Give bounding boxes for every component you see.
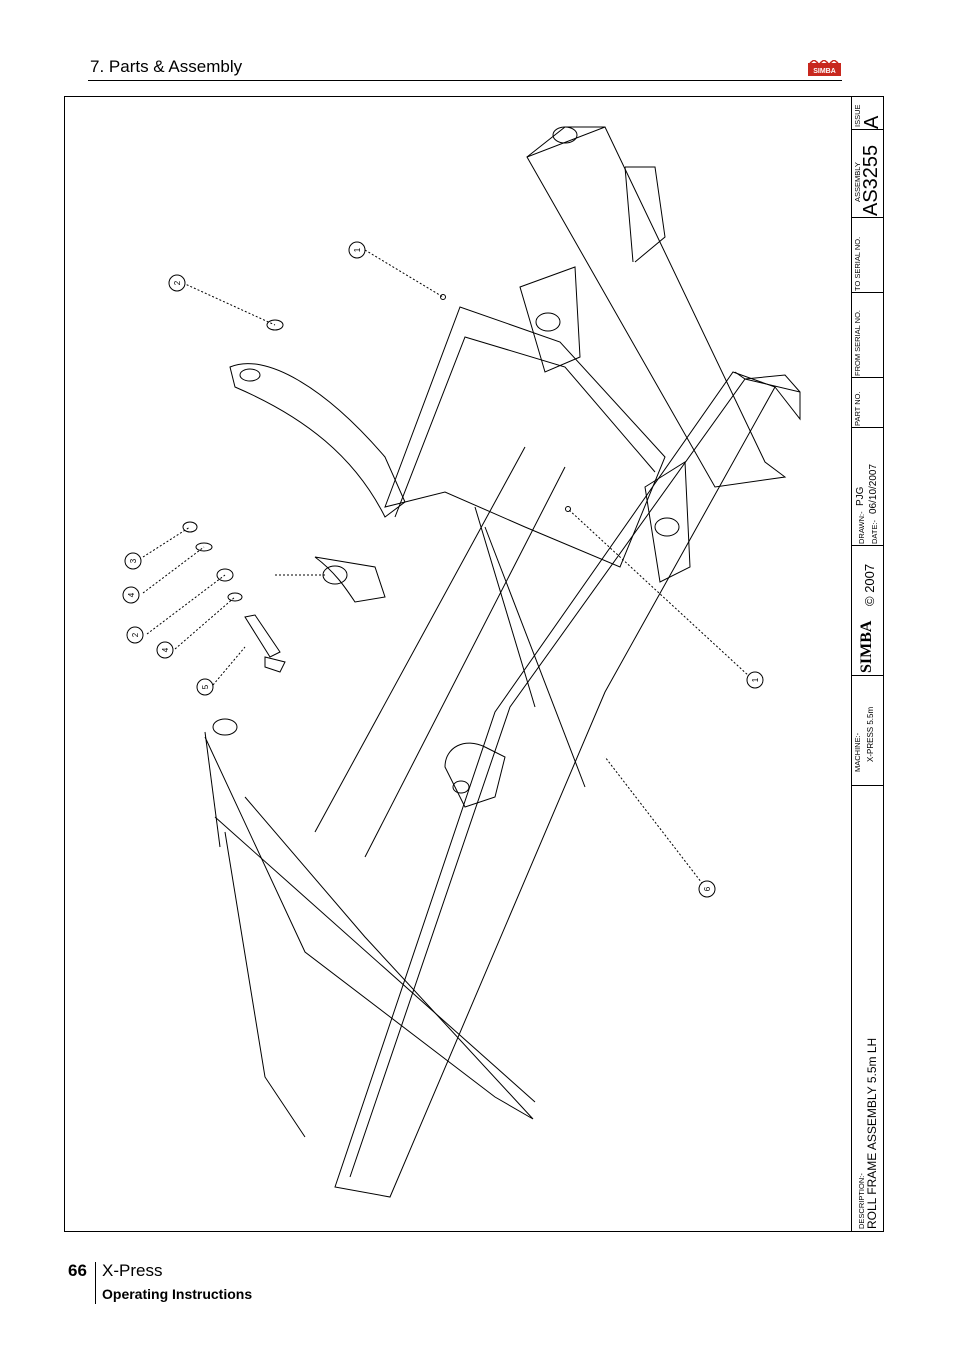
drawing-frame: 1 2 3 4 2 4 5 1 6 ISSUE A ASSEMBLY AS325… <box>64 96 884 1232</box>
part-no-label: PART NO. <box>853 391 862 426</box>
brand-cell: © 2007 SIMBA <box>852 546 884 676</box>
balloon <box>126 626 144 644</box>
balloon-label: 1 <box>353 247 362 252</box>
balloon-label: 2 <box>131 632 140 637</box>
balloon-label: 4 <box>161 647 170 652</box>
balloon <box>124 552 142 570</box>
simba-logo: SIMBA <box>808 59 841 78</box>
side-rail <box>204 736 536 1138</box>
machine-label: MACHINE:- <box>853 732 862 772</box>
page-number: 66 <box>68 1261 87 1280</box>
drawn-value: PJG <box>855 486 866 506</box>
header-rule <box>88 80 842 81</box>
assembly-value: AS3255 <box>860 144 882 216</box>
balloon <box>348 241 366 259</box>
issue-value: A <box>861 115 883 129</box>
balloon-label: 3 <box>129 558 138 563</box>
to-serial-cell: TO SERIAL NO. <box>852 218 884 293</box>
issue-cell: ISSUE A <box>852 97 884 130</box>
balloon <box>196 678 214 696</box>
balloon-label: 6 <box>703 886 712 891</box>
leader-lines <box>142 249 751 888</box>
description-value: ROLL FRAME ASSEMBLY 5.5m LH <box>865 1037 879 1229</box>
logo-text: SIMBA <box>813 68 836 75</box>
balloon <box>168 274 186 292</box>
curved-arm <box>229 363 406 603</box>
inner-frame <box>314 306 666 858</box>
to-serial-label: TO SERIAL NO. <box>853 236 862 291</box>
drawn-date-cell: DRAWN:- PJG DATE:- 06/10/2007 <box>852 428 884 546</box>
assembly-cell: ASSEMBLY AS3255 <box>852 130 884 218</box>
exploded-parts <box>182 294 571 673</box>
pivot-ends <box>204 126 578 848</box>
part-no-cell: PART NO. <box>852 378 884 428</box>
balloon-label: 1 <box>751 677 760 682</box>
title-block: ISSUE A ASSEMBLY AS3255 TO SERIAL NO. FR… <box>851 97 884 1231</box>
balloon <box>156 641 174 659</box>
balloon <box>746 671 764 689</box>
assembly-drawing: 1 2 3 4 2 4 5 1 6 <box>65 97 851 1231</box>
main-beam <box>334 371 801 1198</box>
bracket-plates <box>444 266 691 808</box>
balloon-label: 4 <box>127 592 136 597</box>
machine-value: X-PRESS 5.5m <box>866 706 875 762</box>
footer-subtitle: Operating Instructions <box>102 1286 253 1302</box>
from-serial-cell: FROM SERIAL NO. <box>852 293 884 378</box>
date-label: DATE:- <box>870 519 879 544</box>
description-cell: DESCRIPTION:- ROLL FRAME ASSEMBLY 5.5m L… <box>852 786 884 1231</box>
balloon-label: 2 <box>173 280 182 285</box>
footer-divider <box>95 1262 96 1304</box>
balloon-label: 5 <box>201 684 210 689</box>
balloon <box>698 880 716 898</box>
product-name: X-Press <box>102 1261 163 1280</box>
section-title: 7. Parts & Assembly <box>90 57 243 76</box>
from-serial-label: FROM SERIAL NO. <box>853 310 862 376</box>
date-value: 06/10/2007 <box>868 463 879 514</box>
brand-name: SIMBA <box>858 620 875 673</box>
part-balloons <box>122 241 764 898</box>
copyright: © 2007 <box>862 563 877 606</box>
machine-cell: MACHINE:- X-PRESS 5.5m <box>852 676 884 786</box>
balloon <box>122 586 140 604</box>
drawn-label: DRAWN:- <box>857 511 866 544</box>
rear-beam <box>526 126 787 488</box>
